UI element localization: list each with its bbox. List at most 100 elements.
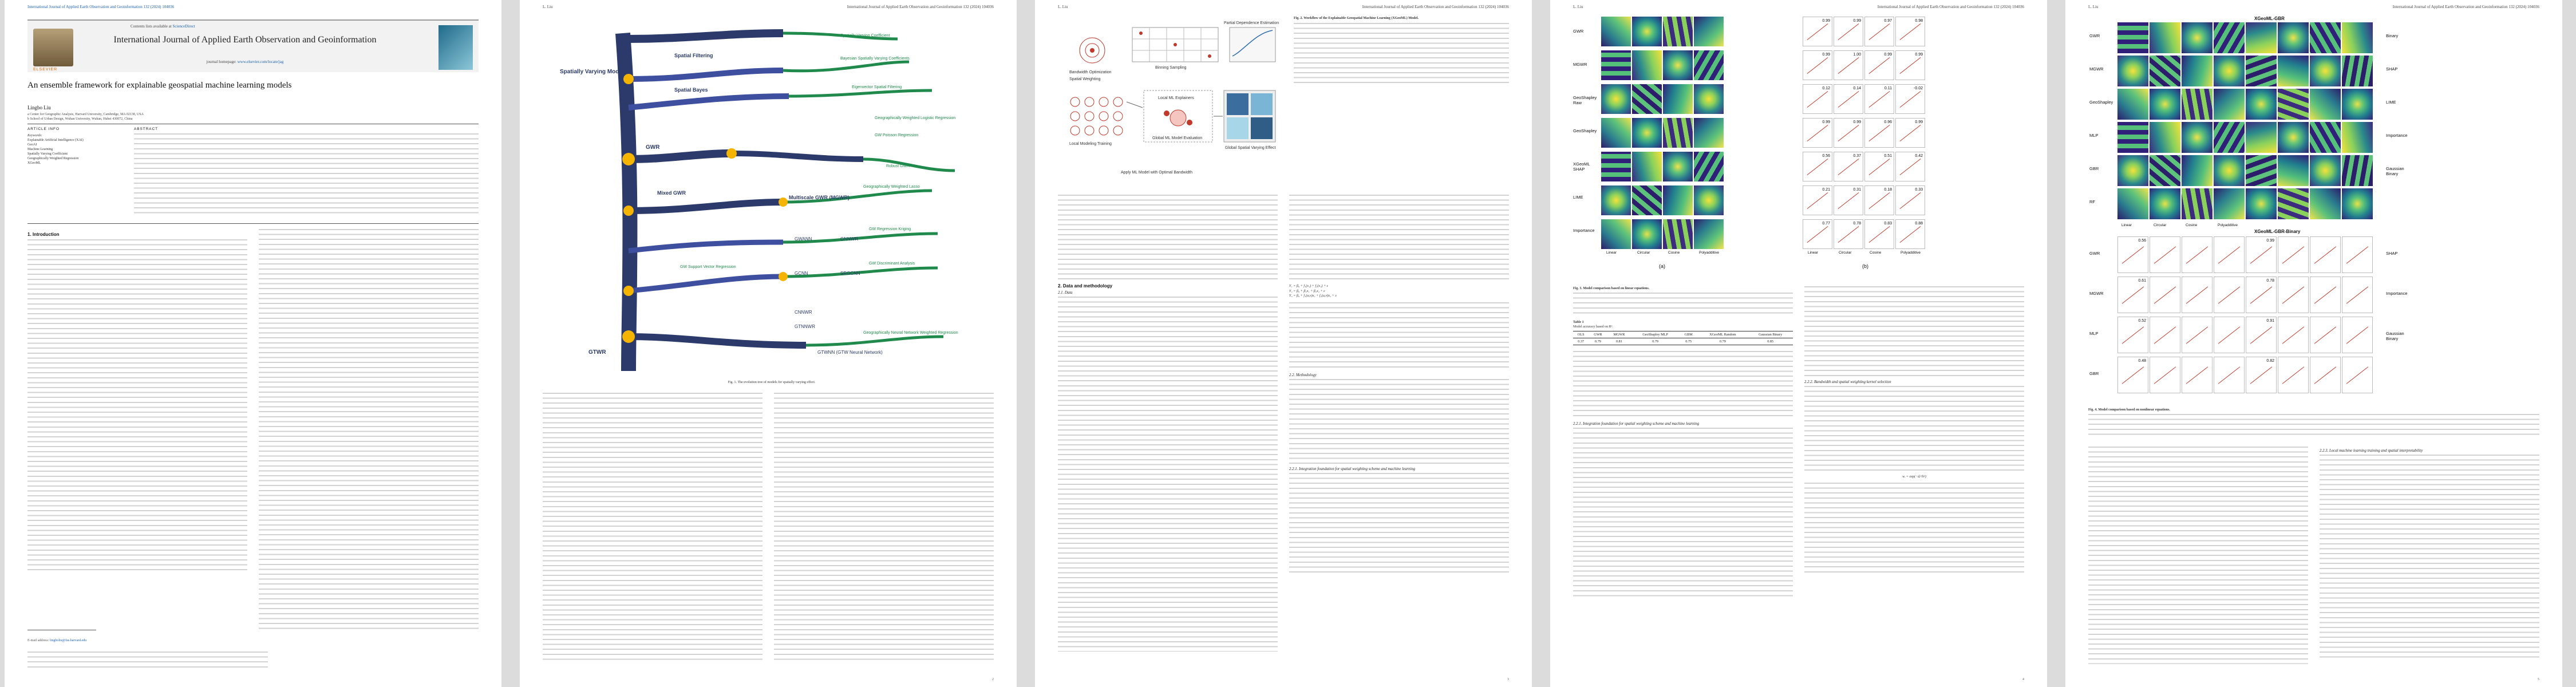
- scatter-cell: 0.88: [1895, 219, 1925, 249]
- heatmap-cell: [2310, 56, 2341, 86]
- scatter-cell: 1.00: [1834, 50, 1863, 80]
- heatmap-cell: [1663, 152, 1693, 181]
- weight-equation: wᵢ = exp(−dᵢ²/h²): [1902, 475, 1926, 479]
- scatter-cell: 0.98: [1895, 17, 1925, 46]
- scatter-cell: 0.99: [2246, 236, 2277, 273]
- correlation-value: 0.37: [1853, 154, 1861, 158]
- heatmap-cell: [1694, 50, 1724, 80]
- heatmap-cell: [1694, 219, 1724, 249]
- scatter-cell: 0.78: [1834, 219, 1863, 249]
- correlation-value: 0.11: [1884, 86, 1892, 90]
- column-label: Linear: [2121, 223, 2132, 227]
- flow-label: Apply ML Model with Optimal Bandwidth: [1121, 171, 1192, 175]
- panel-title: XGeoML-GBR-Binary: [2254, 229, 2301, 234]
- correlation-value: 0.91: [2266, 319, 2274, 323]
- heatmap-cell: [2278, 155, 2309, 186]
- running-header: International Journal of Applied Earth O…: [27, 5, 479, 9]
- subsection-heading: 2.2. Methodology: [1289, 373, 1317, 377]
- column-label: Circular: [1637, 251, 1650, 255]
- tree-node: [779, 272, 788, 281]
- email-footnote: E-mail address: lingboliu@fas.harvard.ed…: [27, 639, 87, 642]
- heatmap-cell: [2246, 122, 2277, 153]
- figure-caption-block: Fig. 4. Model comparison based on nonlin…: [2088, 408, 2539, 437]
- branch-leaf: [783, 31, 898, 41]
- flow-label: Local ML Explainers: [1158, 96, 1194, 100]
- row-label-right: SHAP: [2386, 251, 2398, 256]
- column-right: 2.2.2. Bandwidth and spatial weighting k…: [1804, 286, 2024, 574]
- scatter-cell: 0.33: [1895, 185, 1925, 215]
- scatter-cell: [2214, 236, 2245, 273]
- author-name[interactable]: Lingbo Liu: [27, 105, 51, 110]
- branch: [628, 239, 784, 254]
- leaf-label: Bayesian Spatially Varying Coefficients: [840, 57, 910, 61]
- table-cell: 0.85: [1767, 339, 1774, 344]
- row-label: GeoShapley: [2089, 100, 2113, 105]
- body-text: [1058, 195, 1278, 281]
- journal-masthead: ELSEVIER Contents lists available at Sci…: [27, 19, 479, 72]
- heatmap-cell: [2278, 188, 2309, 219]
- leaf-label: GW Discriminant Analysis: [869, 262, 915, 266]
- column-right: [774, 393, 994, 662]
- row-label-right: Importance: [2386, 291, 2408, 296]
- subsection-heading: 2.1. Data: [1058, 291, 1073, 295]
- scatter-cell: 0.42: [1895, 152, 1925, 181]
- heatmap-cell: [2182, 122, 2212, 153]
- row-label: MLP: [2089, 133, 2099, 138]
- table-cell: 0.81: [1616, 339, 1622, 344]
- heatmap-cell: [1601, 17, 1631, 46]
- heatmap-cell: [2150, 188, 2180, 219]
- journal-homepage-link[interactable]: www.elsevier.com/locate/jag: [237, 60, 284, 64]
- figure-caption: Fig. 3. Model comparison based on linear…: [1573, 287, 1650, 290]
- scatter-cell: 0.78: [2246, 277, 2277, 313]
- correlation-value: 0.96: [1884, 120, 1892, 124]
- branch-leaf: [863, 157, 955, 172]
- branch-label: GWANN: [795, 236, 812, 242]
- table-cell: 0.79: [1719, 339, 1726, 344]
- column-left: 1. Introduction: [27, 229, 247, 571]
- correlation-value: 0.99: [1822, 53, 1830, 57]
- subfigure-label: (a): [1659, 263, 1665, 269]
- heatmap-cell: [1663, 118, 1693, 148]
- email-link[interactable]: lingboliu@fas.harvard.edu: [50, 639, 87, 642]
- scatter-cell: -0.02: [1895, 84, 1925, 114]
- page-number: 4: [2022, 678, 2024, 681]
- heatmap-cell: [2246, 89, 2277, 120]
- heatmap-cell: [2342, 89, 2373, 120]
- scatter-cell: [2150, 317, 2180, 353]
- scatter-cell: 0.99: [1834, 118, 1863, 148]
- correlation-value: 0.99: [1915, 120, 1923, 124]
- heatmap-cell: [2246, 155, 2277, 186]
- correlation-value: 0.83: [1884, 222, 1892, 226]
- body-text: [259, 229, 479, 630]
- correlation-value: 0.42: [1915, 154, 1923, 158]
- journal-homepage: journal homepage: www.elsevier.com/locat…: [206, 60, 284, 64]
- heatmap-cell: [2310, 155, 2341, 186]
- sciencedirect-link[interactable]: ScienceDirect: [172, 24, 195, 29]
- row-label: GeoShapley Raw: [1573, 95, 1597, 105]
- heatmap-cell: [1601, 152, 1631, 181]
- correlation-value: -0.02: [1914, 86, 1923, 90]
- scatter-cell: [2310, 236, 2341, 273]
- branch-leaf: [783, 266, 938, 278]
- heatmap-cell: [2182, 89, 2212, 120]
- leaf-label: GW Poisson Regression: [875, 133, 918, 137]
- body-text: [543, 393, 762, 662]
- correlation-value: 0.56: [2138, 239, 2146, 243]
- heatmap-cell: [2310, 188, 2341, 219]
- correlation-value: 0.14: [1853, 86, 1861, 90]
- heatmap-cell: [1632, 17, 1662, 46]
- heatmap-cell: [2214, 188, 2245, 219]
- table-header-cell: OLS: [1573, 331, 1589, 338]
- doi-block: [27, 652, 268, 671]
- body-text: [27, 239, 247, 571]
- journal-run-link[interactable]: International Journal of Applied Earth O…: [27, 5, 175, 9]
- correlation-value: 0.78: [1853, 222, 1861, 226]
- branch: [628, 333, 807, 349]
- heatmap-cell: [1663, 185, 1693, 215]
